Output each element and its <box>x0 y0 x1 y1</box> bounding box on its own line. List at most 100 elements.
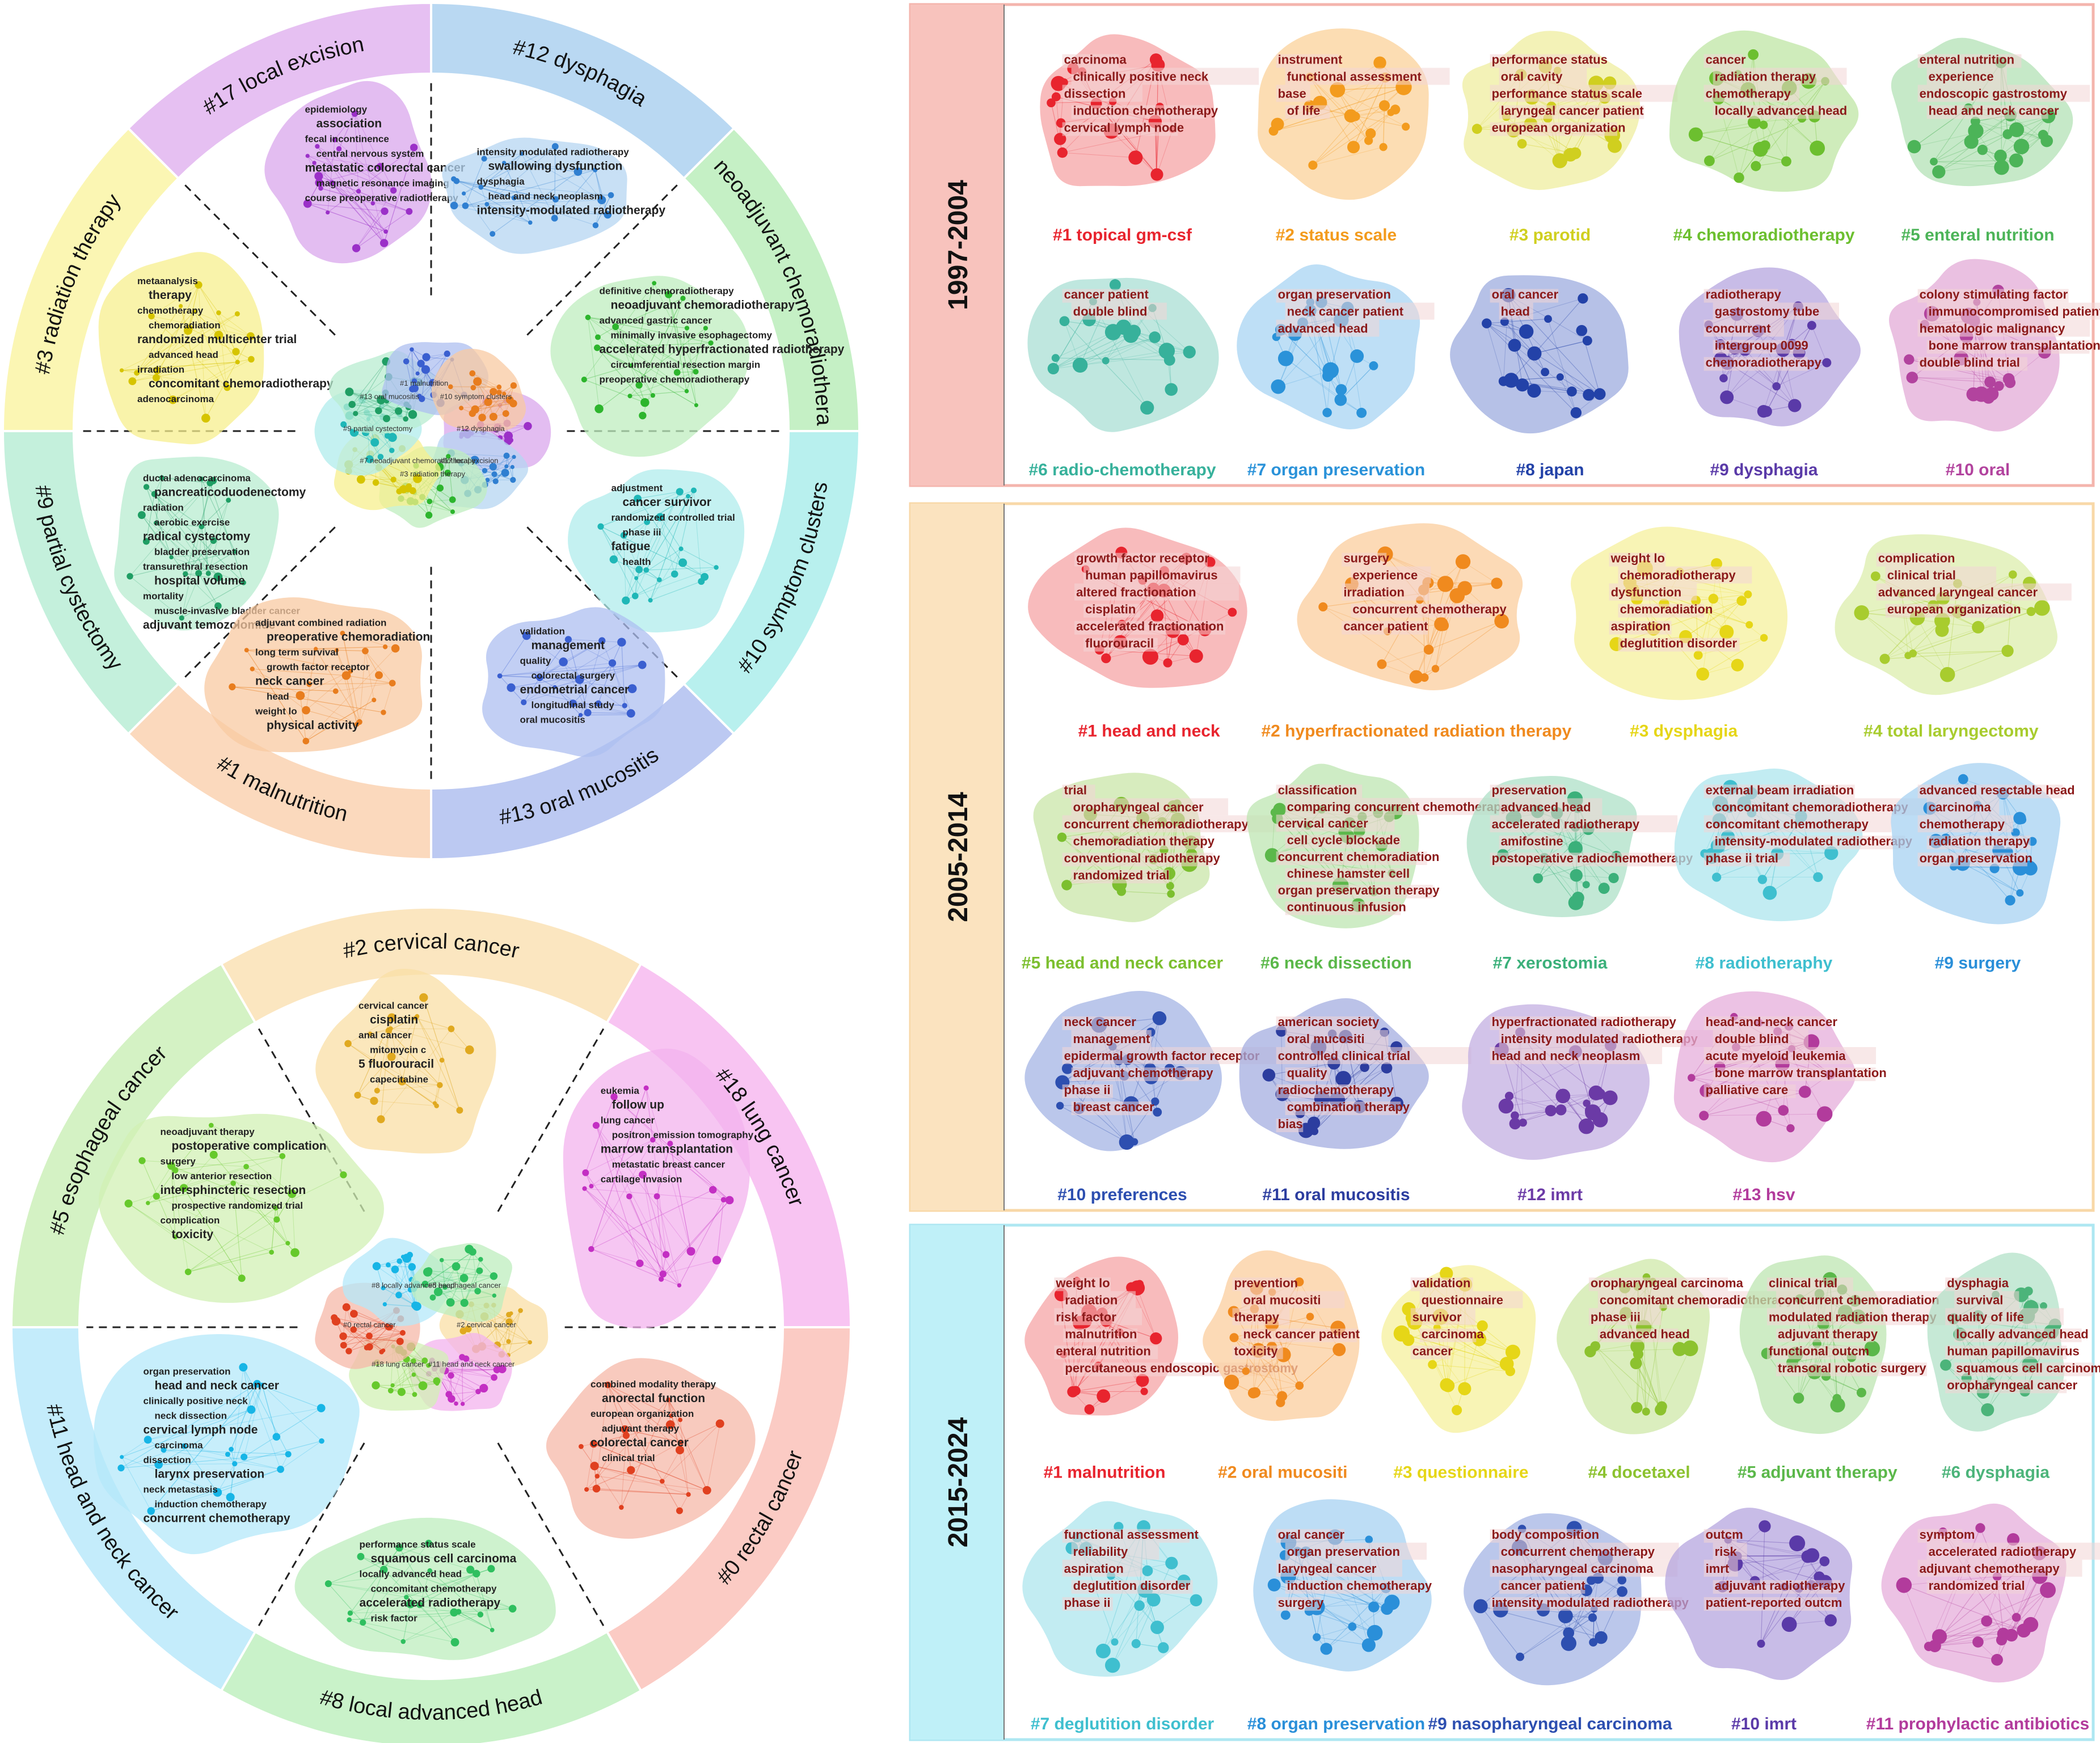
panel_b-center-node <box>402 1254 412 1263</box>
panel_a-cluster-edge <box>132 311 195 382</box>
era-keyword: survivor <box>1412 1310 1462 1324</box>
panel_b-cluster-node <box>239 1363 248 1372</box>
panel_b-divider <box>497 1442 605 1626</box>
panel_b-cluster-node <box>434 1103 439 1108</box>
panel_a-center-node <box>415 371 420 376</box>
era-keyword: concurrent chemotherapy <box>1501 1544 1655 1559</box>
era-cluster-label: #8 radiotheraphy <box>1696 953 1833 972</box>
era-cluster-node <box>1789 1535 1806 1552</box>
panel_b-center-node <box>395 1292 402 1299</box>
panel_b-cluster-node <box>678 1417 683 1423</box>
panel_b-center-node <box>460 1402 465 1406</box>
panel_a-center-node <box>503 453 510 459</box>
panel_a-cluster-edge <box>339 148 394 191</box>
era-cluster-label: #8 organ preservation <box>1247 1715 1425 1733</box>
panel_a-cluster-node <box>592 222 599 229</box>
era-keyword: concomitant chemoradiotherapy <box>1715 800 1909 814</box>
panel_a-cluster-edge <box>615 326 677 373</box>
panel_a-cluster-edge <box>463 193 493 234</box>
panel_a-center-node <box>384 432 391 439</box>
panel_a-cluster-edge <box>521 153 602 200</box>
panel_a-cluster-edge <box>484 153 522 159</box>
panel_a-center-node <box>509 399 517 408</box>
panel_a-cluster-edge <box>456 180 612 196</box>
panel_a-cluster-edge <box>597 347 697 406</box>
era-cluster-node <box>1295 1381 1304 1390</box>
era-cluster-node <box>1189 649 1203 663</box>
panel_a-center-node <box>410 347 414 352</box>
panel_b-cluster-edge <box>597 1429 626 1476</box>
center-cluster-label: #3 radiation therapy <box>400 470 465 478</box>
panel_a-cluster-edge <box>647 496 689 522</box>
panel_a-cluster-node <box>381 207 389 216</box>
panel_b-cluster-node <box>285 1240 290 1246</box>
panel_a-cluster-edge <box>334 113 355 140</box>
era-keyword: continuous infusion <box>1287 900 1406 914</box>
panel_b-cluster-edge <box>147 1166 172 1204</box>
panel_b-cluster-edge <box>121 1446 184 1468</box>
era-keyword: organ preservation <box>1920 851 2032 865</box>
panel_a-center-edge <box>420 353 448 364</box>
panel_b-cluster-edge <box>608 1385 681 1443</box>
panel_b-ring-segment <box>10 962 257 1328</box>
era-keyword: head and neck neoplasm <box>1492 1049 1641 1063</box>
era-keyword: conventional radiotherapy <box>1064 851 1221 865</box>
panel_a-cluster-edge <box>121 361 238 371</box>
era-cluster-node <box>1720 390 1734 404</box>
panel_a-cluster-edge <box>539 639 569 678</box>
panel_a-cluster-edge <box>319 182 410 212</box>
panel_a-center-node <box>489 463 497 471</box>
era-cluster-node <box>1555 1104 1567 1116</box>
era-cluster-node <box>2013 138 2030 155</box>
era-keyword: human papillomavirus <box>1947 1344 2080 1358</box>
panel_a-center-node <box>510 382 517 389</box>
era-keyword: adjuvant chemotherapy <box>1920 1561 2060 1576</box>
panel_b-cluster-node <box>317 1404 326 1412</box>
era-cluster-node <box>1428 1360 1437 1369</box>
panel_b-cluster-edge <box>656 1196 680 1286</box>
era-cluster-node <box>1140 400 1154 415</box>
era-keyword: advanced resectable head <box>1920 783 2075 797</box>
era-keyword: clinical trial <box>1769 1276 1837 1290</box>
panel_a-cluster-edge <box>554 664 643 687</box>
panel_a-center-edge <box>381 399 406 420</box>
panel_a-cluster-edge <box>252 668 347 676</box>
panel_a-cluster-edge <box>487 204 530 223</box>
cluster-keyword: accelerated hyperfractionated radiothera… <box>600 343 845 356</box>
era-cluster-node <box>1807 320 1816 330</box>
era-cluster-node <box>1688 127 1703 142</box>
panel_b-cluster-edge <box>217 1468 281 1493</box>
panel_a-center-node <box>450 509 455 514</box>
cluster-keyword: chemotherapy <box>137 305 204 316</box>
panel_b-cluster-node <box>120 1455 124 1459</box>
panel_a-cluster-edge <box>151 284 199 316</box>
cluster-keyword: phase iii <box>623 527 661 538</box>
panel_b-center-node <box>345 1348 352 1354</box>
panel_b-center-node <box>446 1298 455 1307</box>
era-cluster-node <box>1981 1615 1993 1627</box>
panel_a-cluster-edge <box>598 703 625 706</box>
era-cluster-node <box>1541 368 1550 377</box>
panel_a-cluster-edge <box>623 496 689 536</box>
panel_a-cluster-edge <box>383 147 415 243</box>
panel_a-cluster-edge <box>189 328 252 360</box>
panel_b-cluster-node <box>279 1153 286 1159</box>
panel_a-center-node <box>491 471 497 478</box>
panel_a-cluster-edge <box>623 535 626 601</box>
era-keyword: questionnaire <box>1422 1293 1503 1307</box>
panel_a-cluster-edge <box>587 317 600 409</box>
era-cluster-node <box>1940 1359 1951 1371</box>
panel_a-center-node <box>478 413 486 421</box>
era-cluster-node <box>1939 666 1955 682</box>
panel_a-cluster-node <box>206 479 214 487</box>
panel_a-center-edge <box>348 391 399 412</box>
era-cluster-node <box>1603 1090 1618 1105</box>
panel_a-cluster-edge <box>198 284 237 352</box>
panel_a-cluster-node <box>620 531 627 539</box>
panel_b-cluster-node <box>344 1040 352 1048</box>
era-cluster-node <box>1123 327 1139 343</box>
center-cluster-label: #13 oral mucositis <box>360 392 419 400</box>
panel_b-cluster-edge <box>596 1488 689 1495</box>
era-keyword: accelerated radiotherapy <box>1492 817 1640 831</box>
